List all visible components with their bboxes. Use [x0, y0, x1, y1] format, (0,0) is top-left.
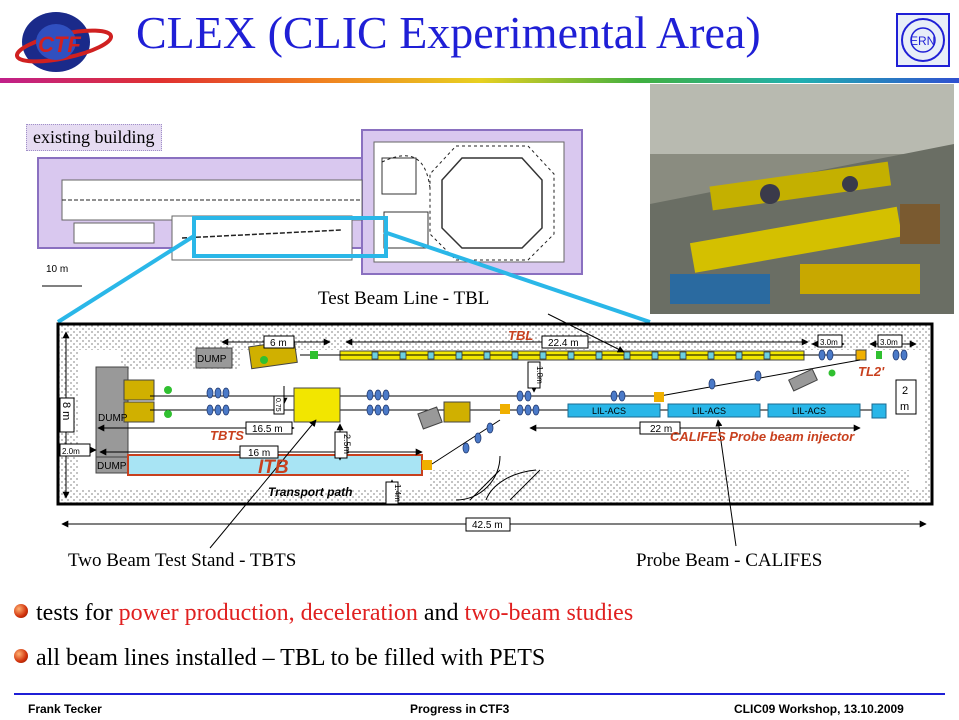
dim-42-5m: 42.5 m: [472, 520, 503, 531]
dim-2m-right-unit: m: [900, 401, 909, 413]
bullet-icon: [14, 649, 28, 663]
lil-acs-1-label: LIL-ACS: [592, 406, 626, 416]
bullet-beamlines-text: all beam lines installed – TBL to be fil…: [36, 645, 546, 671]
tl2-label: TL2': [858, 364, 885, 379]
dim-2-5m: 2.5m: [342, 434, 352, 454]
existing-building-label: existing building: [26, 124, 162, 151]
dump-tbts-label: DUMP: [98, 413, 128, 424]
dim-0-75: 0.75: [274, 398, 281, 412]
bullet-tests-highlight-2: two-beam studies: [464, 600, 634, 626]
dim-1-4m: 1.4m: [393, 484, 402, 502]
bullet-icon: [14, 604, 28, 618]
lil-acs-2-label: LIL-ACS: [692, 406, 726, 416]
footer-divider: [14, 693, 945, 695]
footer-event: CLIC09 Workshop, 13.10.2009: [734, 702, 904, 716]
dim-3m-a: 3.0m: [820, 338, 838, 347]
califes-label: CALIFES Probe beam injector: [670, 429, 855, 444]
tbts-beamlines: [95, 359, 861, 462]
dim-16m: 16 m: [248, 448, 270, 459]
califes-injector: [480, 403, 887, 419]
bullet-tests-highlight-1: power production, deceleration: [118, 600, 418, 626]
lil-acs-3-label: LIL-ACS: [792, 406, 826, 416]
cern-logo: ERN: [896, 13, 950, 67]
tbts-callout: Two Beam Test Stand - TBTS: [68, 550, 297, 571]
svg-text:CTF: CTF: [38, 32, 81, 57]
dim-16-5m: 16.5 m: [252, 424, 283, 435]
footer-title: Progress in CTF3: [410, 702, 510, 716]
footer-author: Frank Tecker: [28, 702, 102, 716]
scale-label: 10 m: [46, 264, 69, 275]
slide-title: CLEX (CLIC Experimental Area): [136, 7, 761, 58]
title-underline: [0, 78, 959, 83]
bullet-tests: tests for power production, deceleration…: [14, 600, 633, 627]
bullet-beamlines: all beam lines installed – TBL to be fil…: [14, 645, 545, 672]
itb-label: ITB: [258, 457, 289, 478]
dump-itb-label: DUMP: [97, 461, 127, 472]
probe-beam-callout: Probe Beam - CALIFES: [636, 550, 823, 571]
dim-8m: 8 m: [60, 402, 72, 420]
dim-6m: 6 m: [270, 338, 287, 349]
dim-2m-right-num: 2: [902, 385, 908, 397]
dim-22-4m: 22.4 m: [548, 338, 579, 349]
tbl-callout: Test Beam Line - TBL: [318, 288, 490, 309]
svg-text:ERN: ERN: [910, 34, 935, 48]
bullet-tests-prefix: tests for: [36, 600, 119, 626]
tbts-area-label: TBTS: [210, 428, 244, 443]
transport-path-label: Transport path: [268, 485, 352, 499]
dim-1-8m: 1.8m: [535, 366, 544, 384]
dim-22m: 22 m: [650, 424, 672, 435]
dump-tbl-label: DUMP: [197, 354, 227, 365]
bullet-tests-mid: and: [417, 600, 465, 626]
dim-3m-b: 3.0m: [880, 338, 898, 347]
tbl-area-label: TBL: [508, 328, 533, 343]
clex-hall-photo: [650, 84, 954, 314]
building-plan: [37, 129, 583, 287]
dim-2m-left: 2.0m: [62, 447, 80, 456]
ctf3-logo: CTF: [14, 12, 114, 72]
